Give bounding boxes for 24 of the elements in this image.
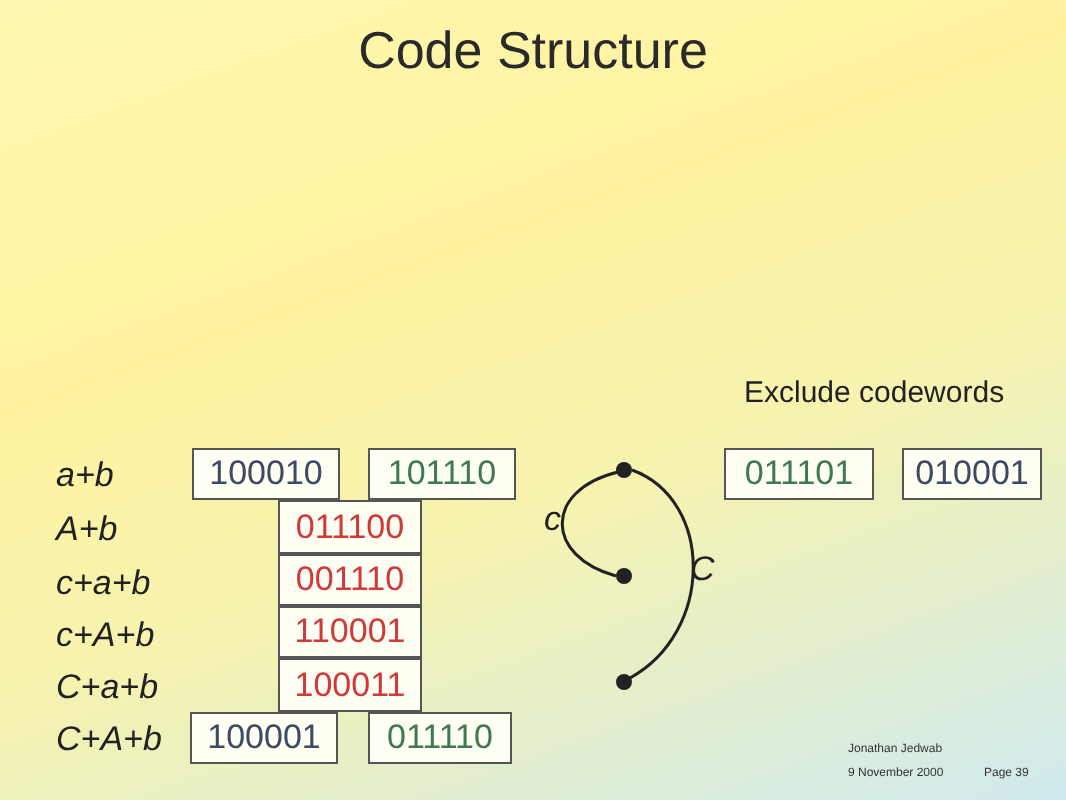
row-label: c+a+b xyxy=(56,564,151,604)
arc xyxy=(629,468,695,680)
arc xyxy=(560,470,619,578)
section-heading: Exclude codewords xyxy=(744,376,1005,410)
edge-label: c xyxy=(544,500,561,540)
codeword-box: 110001 xyxy=(278,606,422,658)
row-label: C+a+b xyxy=(56,668,159,708)
vertex-dot xyxy=(616,674,632,690)
vertex-dot xyxy=(616,462,632,478)
codeword-box: 010001 xyxy=(902,448,1042,500)
row-label: a+b xyxy=(56,456,114,496)
row-label: C+A+b xyxy=(56,720,162,760)
codeword-box: 100011 xyxy=(278,658,422,712)
codeword-box: 011110 xyxy=(368,712,512,764)
slide-title: Code Structure xyxy=(356,20,710,82)
codeword-box: 100010 xyxy=(192,448,340,500)
codeword-box: 100001 xyxy=(190,712,338,764)
codeword-box: 011100 xyxy=(278,500,422,554)
row-label: c+A+b xyxy=(56,616,155,656)
codeword-box: 011101 xyxy=(724,448,874,500)
codeword-box: 101110 xyxy=(368,448,516,500)
vertex-dot xyxy=(616,568,632,584)
codeword-box: 001110 xyxy=(278,554,422,606)
row-label: A+b xyxy=(56,510,118,550)
